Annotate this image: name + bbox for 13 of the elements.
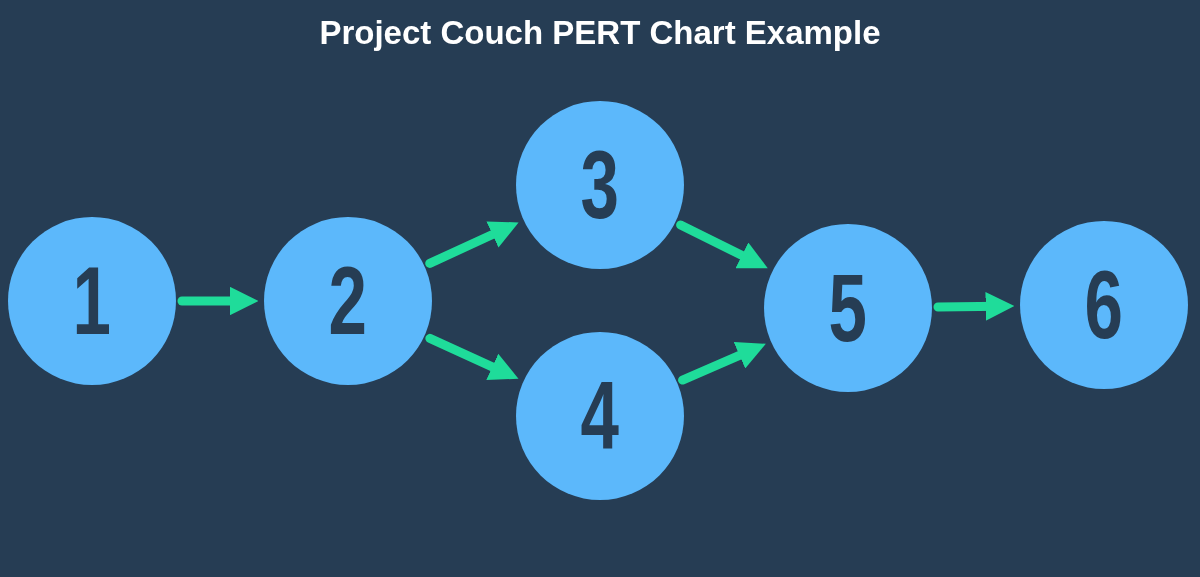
event-number: 2 [328, 253, 368, 349]
event-number: 4 [580, 368, 620, 464]
arrow [177, 286, 259, 316]
chart-title: Project Couch PERT Chart Example [318, 14, 882, 52]
event-number: 3 [580, 137, 620, 233]
arrow [425, 333, 519, 380]
event-number: 5 [828, 260, 868, 356]
event-number: 6 [1084, 257, 1124, 353]
arrow [676, 220, 768, 269]
arrow [425, 221, 519, 268]
arrow [933, 292, 1015, 321]
event-number: 1 [72, 253, 112, 349]
arrow [678, 342, 766, 385]
